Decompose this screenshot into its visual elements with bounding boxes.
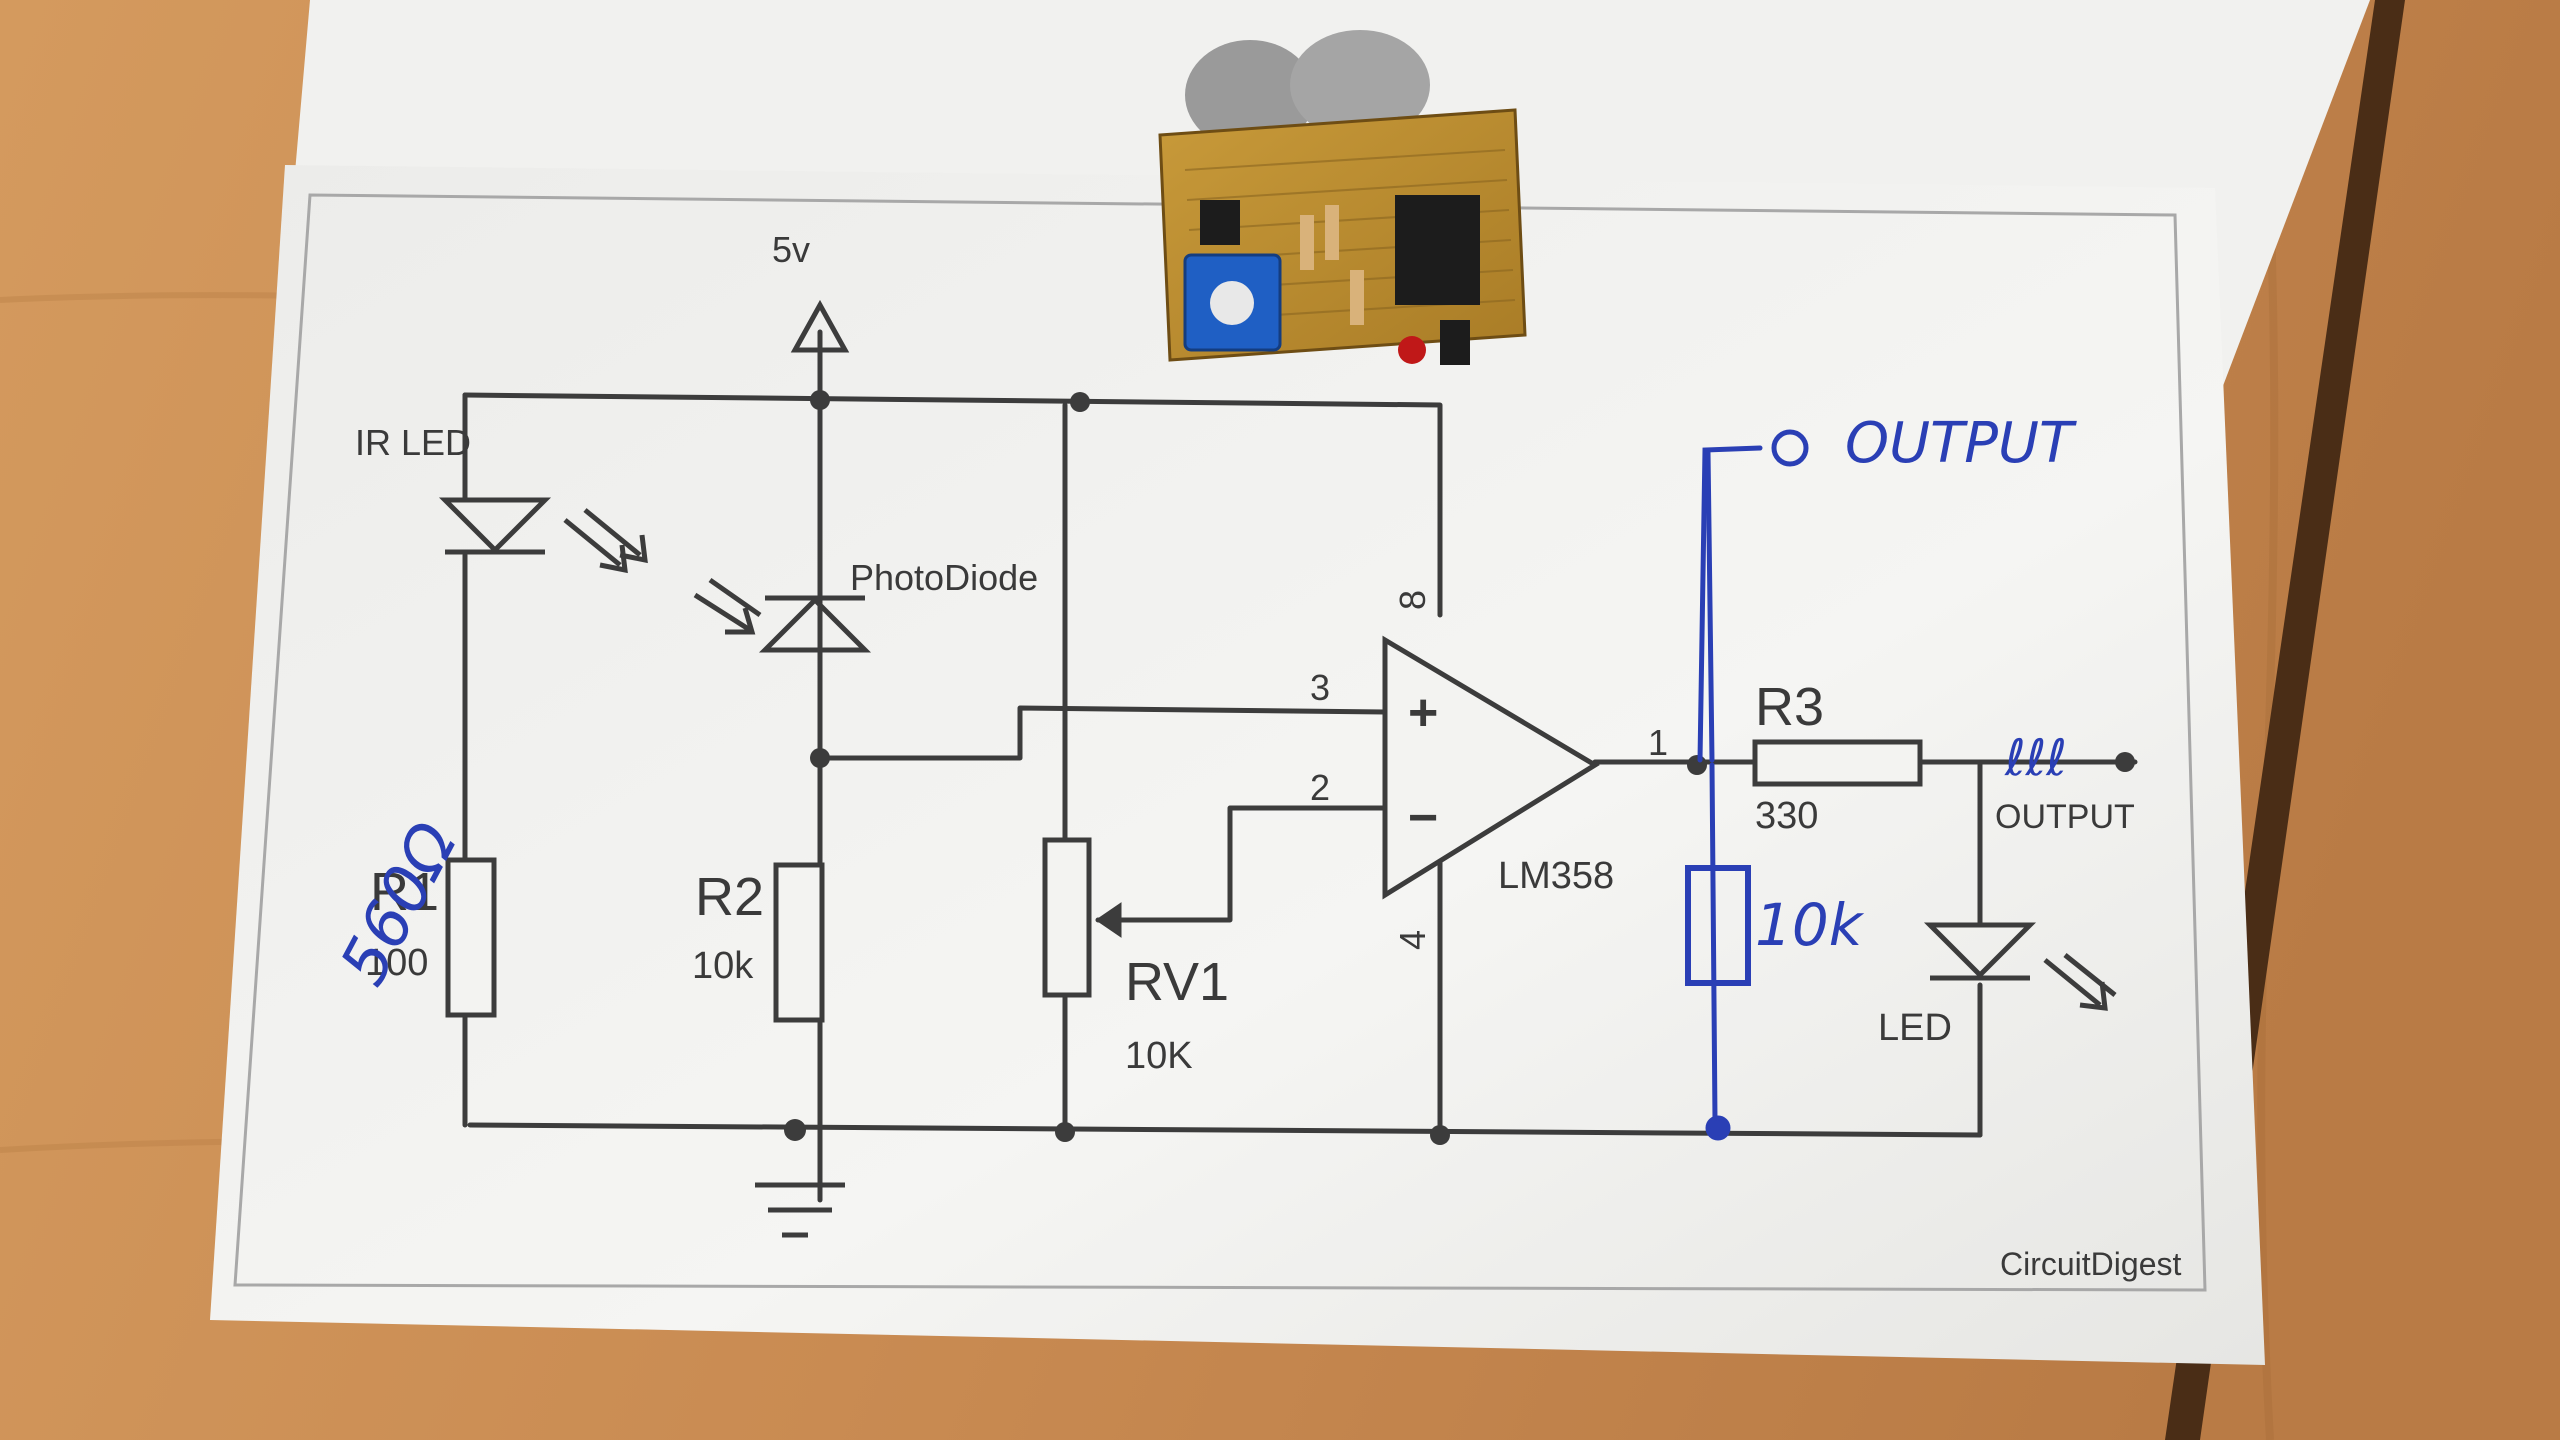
- hand-scribble: ℓℓℓ: [2004, 729, 2067, 787]
- minus-sign: −: [1408, 789, 1438, 847]
- sensor-module-pcb: [1158, 30, 1527, 365]
- pen-annotations: [1685, 429, 1809, 1141]
- r1-value: 100: [365, 942, 428, 984]
- r1-resistor: [445, 857, 497, 1018]
- r2-resistor: [773, 862, 825, 1023]
- hand-pulldown-value: 10k: [1755, 891, 1865, 959]
- brand-watermark: CircuitDigest: [2000, 1246, 2181, 1282]
- r2-value: 10k: [692, 945, 754, 987]
- plus-sign: +: [1408, 684, 1438, 742]
- ground-icon: [755, 1182, 845, 1238]
- r3-name: R3: [1755, 677, 1824, 737]
- photodiode-icon: [693, 577, 872, 653]
- pin8-label: 8: [1392, 590, 1433, 610]
- supply-arrow-icon: [790, 299, 850, 400]
- pin3-label: 3: [1310, 667, 1330, 708]
- rv1-potentiometer: [1042, 837, 1122, 998]
- indicator-led-icon: [1923, 922, 2117, 1011]
- led-label: LED: [1878, 1007, 1952, 1049]
- rv1-name: RV1: [1125, 952, 1229, 1012]
- output-label: OUTPUT: [1995, 798, 2135, 836]
- ir-led-label: IR LED: [355, 422, 471, 463]
- pin4-label: 4: [1392, 930, 1433, 950]
- schematic-labels: 5v IR LED PhotoDiode R1 100 R2 10k RV1 1…: [355, 229, 2181, 1282]
- ir-led-icon: [438, 497, 648, 574]
- rv1-value: 10K: [1125, 1035, 1193, 1077]
- r2-name: R2: [695, 867, 764, 927]
- r1-name: R1: [370, 862, 439, 922]
- r3-value: 330: [1755, 795, 1818, 837]
- opamp-label: LM358: [1498, 855, 1614, 897]
- junction-dots: [784, 390, 1707, 1145]
- hand-output-label: OUTPUT: [1845, 411, 2077, 476]
- pin1-label: 1: [1648, 722, 1668, 763]
- schematic-sheet: [210, 165, 2265, 1365]
- lm358-opamp: [1382, 635, 1600, 900]
- handwritten-labels: 560Ω OUTPUT 10k ℓℓℓ: [327, 411, 2078, 997]
- pin2-label: 2: [1310, 767, 1330, 808]
- photodiode-label: PhotoDiode: [850, 557, 1038, 598]
- r3-resistor: [1752, 739, 1923, 787]
- supply-label: 5v: [772, 229, 810, 270]
- output-terminal: [2115, 752, 2135, 772]
